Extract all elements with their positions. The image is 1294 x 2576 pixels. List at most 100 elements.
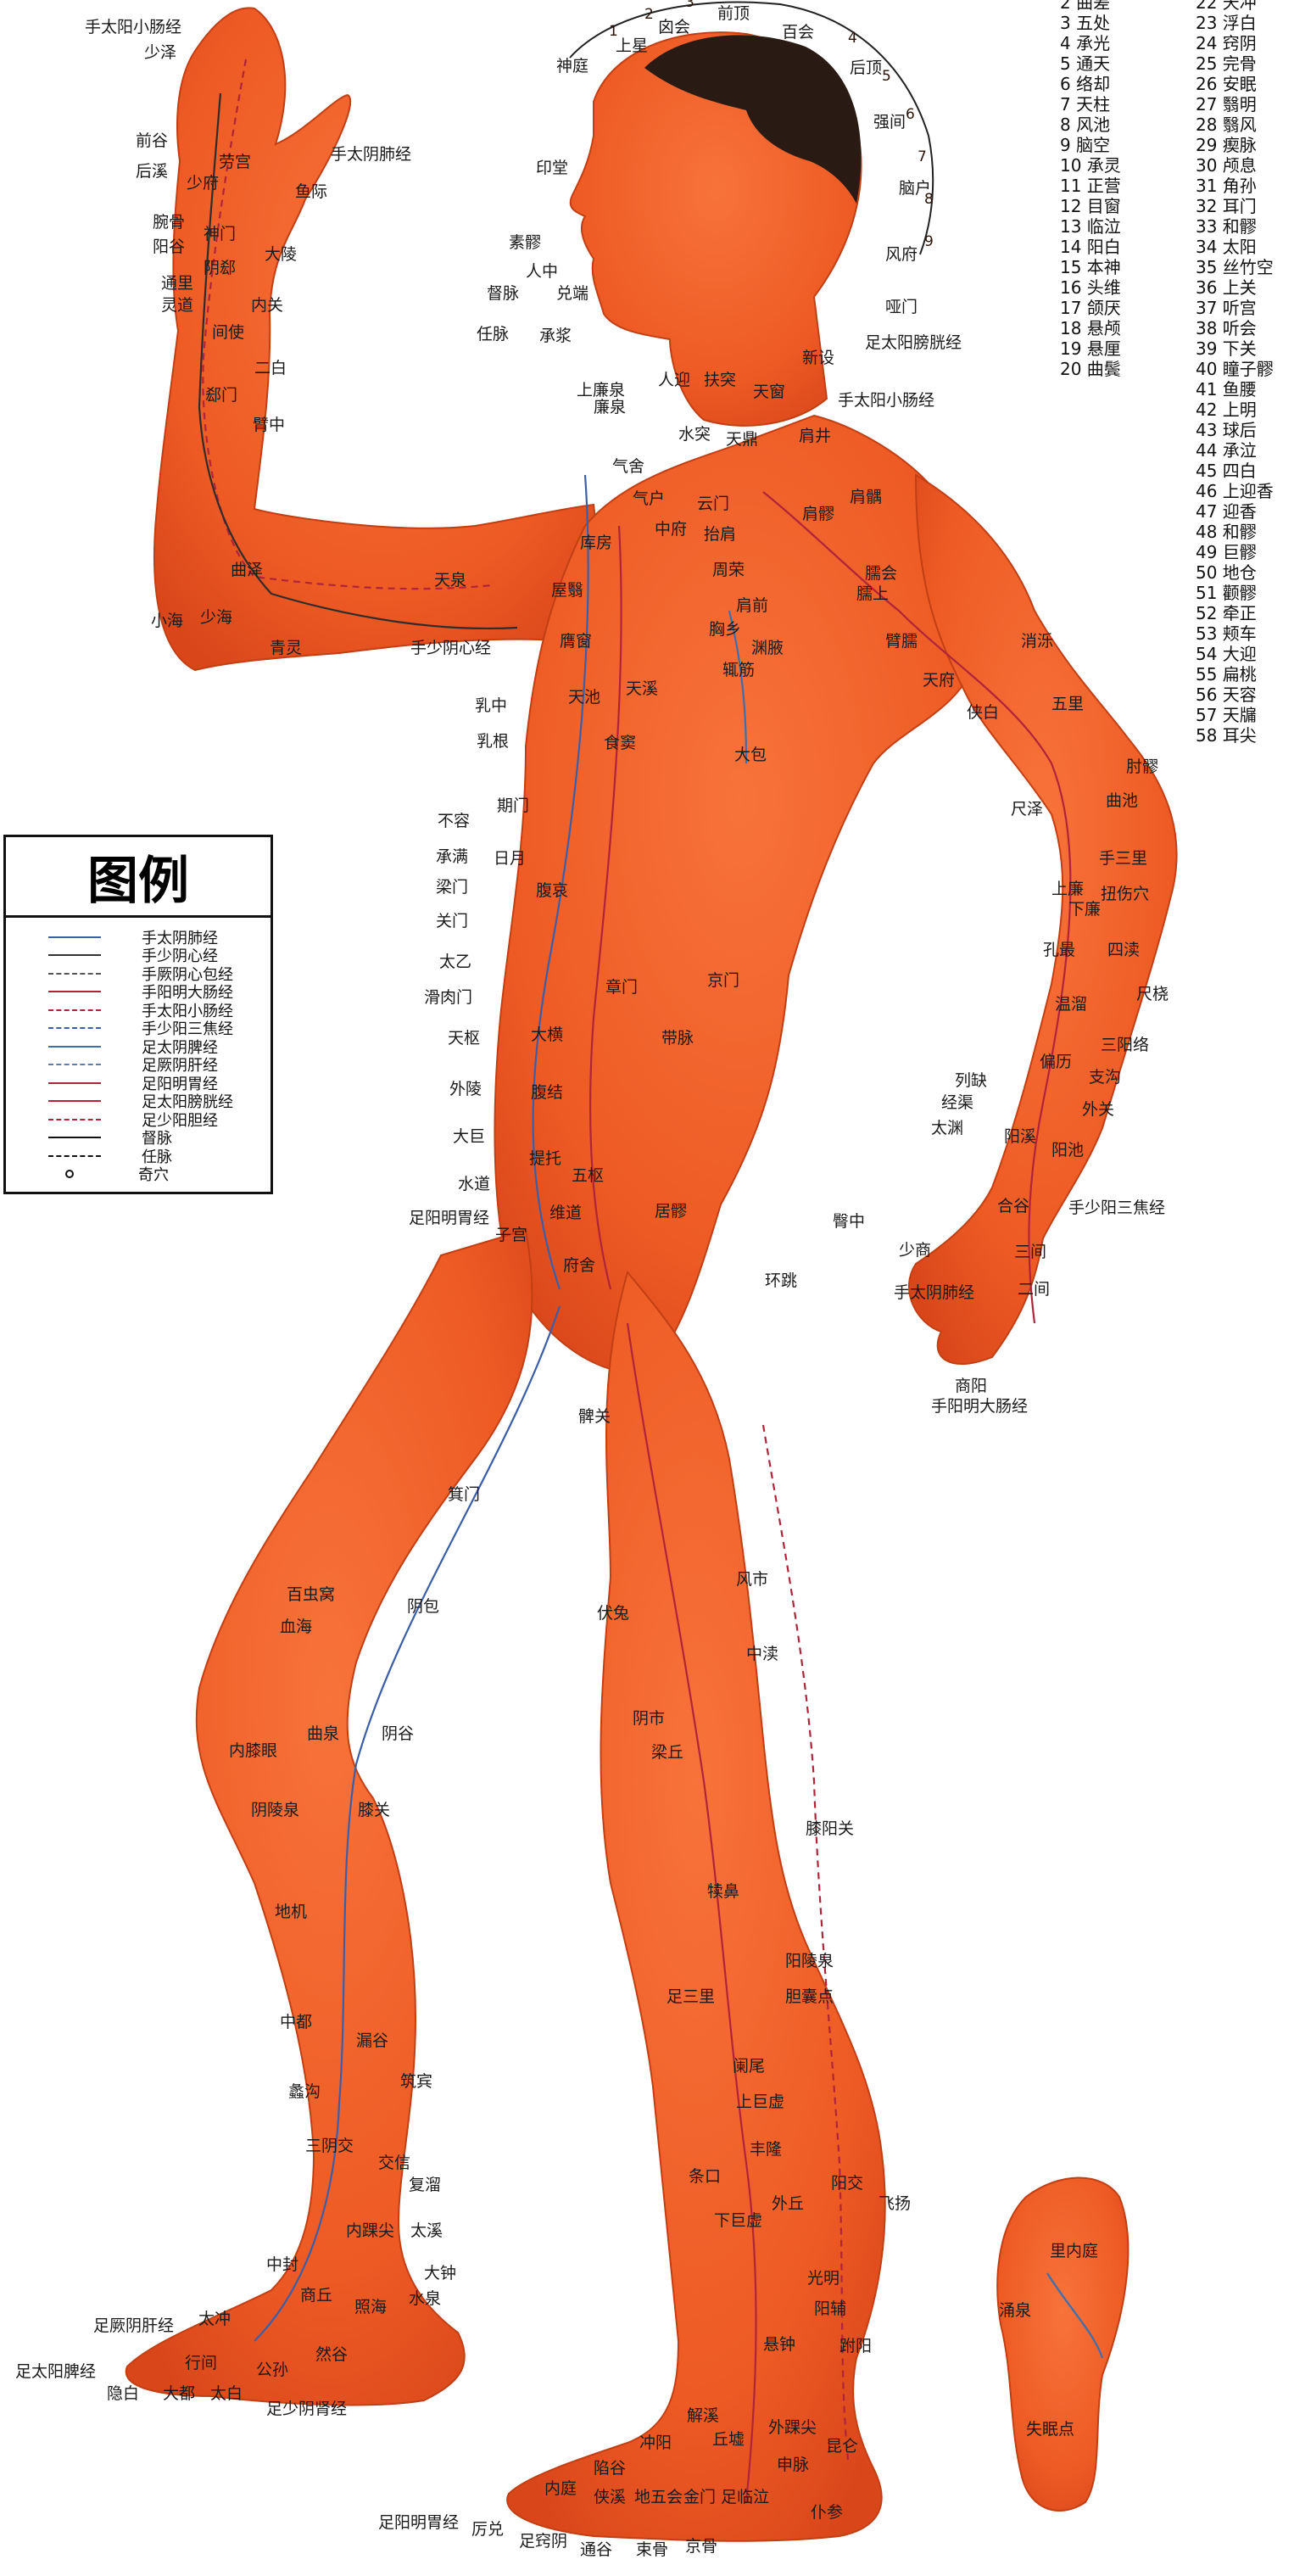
- point-label: 上廉: [1051, 880, 1084, 898]
- point-label: 劳宫: [219, 153, 251, 171]
- point-label: 二间: [1018, 1280, 1050, 1299]
- point-label: 悬钟: [763, 2335, 795, 2354]
- legend-label: 手厥阴心包经: [142, 965, 233, 984]
- point-label: 食窦: [604, 734, 636, 752]
- point-label: 列缺: [955, 1071, 987, 1090]
- legend-label: 足阳明胃经: [142, 1075, 218, 1093]
- point-label: 蠡沟: [288, 2082, 321, 2101]
- point-label: 足阳明胃经: [378, 2513, 459, 2532]
- point-label: 后溪: [136, 162, 168, 181]
- point-label: 手太阳小肠经: [85, 18, 181, 36]
- index-entry: 19 悬厘: [1060, 338, 1121, 359]
- point-label: 天府: [923, 671, 955, 690]
- point-label: 少海: [200, 608, 232, 627]
- point-label: 提托: [529, 1149, 561, 1168]
- point-label: 失眠点: [1026, 2420, 1074, 2439]
- point-label: 天窗: [753, 383, 785, 401]
- point-label: 风市: [736, 1570, 768, 1589]
- point-label: 扭伤穴: [1101, 885, 1149, 903]
- point-label: 飞扬: [878, 2194, 911, 2213]
- hair: [644, 35, 862, 204]
- point-label: 侠白: [967, 703, 999, 722]
- point-label: 然谷: [315, 2345, 348, 2364]
- point-label: 上巨虚: [736, 2093, 784, 2111]
- point-label: 足窍阴: [519, 2532, 567, 2551]
- point-label: 公孙: [256, 2361, 288, 2379]
- legend-item: 足阳明胃经: [6, 1074, 271, 1093]
- point-label: 孔最: [1043, 941, 1075, 959]
- legend-line-swatch: [48, 1064, 101, 1066]
- point-label: 云门: [697, 495, 729, 513]
- index-entry: 9 脑空: [1060, 135, 1110, 155]
- point-label: 内庭: [544, 2479, 577, 2498]
- point-label: 兑端: [556, 284, 588, 303]
- index-entry: 47 迎香: [1196, 501, 1257, 522]
- point-label: 臑上: [856, 584, 889, 603]
- index-entry: 8 风池: [1060, 115, 1110, 135]
- point-label: 太溪: [410, 2221, 443, 2240]
- point-label: 府舍: [563, 1256, 595, 1275]
- point-label: 不容: [438, 812, 470, 830]
- legend-item: 手阳明大肠经: [6, 983, 271, 1002]
- legend-item: 足厥阴肝经: [6, 1056, 271, 1075]
- point-label: 新设: [802, 349, 834, 367]
- point-label: 乳中: [475, 696, 507, 715]
- index-entry: 29 瘈脉: [1196, 135, 1257, 155]
- point-label: 神门: [204, 225, 236, 243]
- point-label: 脑户: [899, 179, 931, 198]
- point-label: 大钟: [424, 2264, 456, 2283]
- meridian-lines: [198, 59, 1104, 2503]
- index-entry: 23 浮白: [1196, 13, 1257, 33]
- point-label: 阳辅: [814, 2299, 846, 2318]
- index-entry: 2 曲差: [1060, 0, 1110, 13]
- point-label: 交信: [378, 2154, 410, 2172]
- point-label: 气舍: [612, 457, 644, 476]
- point-label: 手阳明大肠经: [931, 1397, 1028, 1416]
- index-entry: 32 耳门: [1196, 196, 1257, 216]
- point-label: 侠溪: [594, 2488, 626, 2506]
- point-label: 足阳明胃经: [409, 1209, 489, 1227]
- point-label: 臂臑: [885, 632, 918, 651]
- point-label: 通里: [161, 274, 193, 293]
- point-label: 太白: [210, 2384, 243, 2403]
- point-label: 水道: [458, 1175, 490, 1193]
- index-entry: 12 目窗: [1060, 196, 1121, 216]
- point-label: 曲池: [1106, 791, 1138, 810]
- point-label: 郄门: [205, 386, 237, 405]
- point-label: 前顶: [717, 4, 750, 23]
- point-label: 风府: [885, 245, 918, 264]
- index-entry: 26 安眠: [1196, 74, 1257, 94]
- point-label: 哑门: [885, 298, 918, 316]
- legend-item: 督脉: [6, 1129, 271, 1148]
- point-label: 照海: [354, 2298, 387, 2316]
- head-scale-arc: [569, 1, 934, 255]
- legend-label: 手少阴心经: [142, 947, 218, 966]
- legend-item: 手少阳三焦经: [6, 1020, 271, 1038]
- point-label: 大巨: [453, 1127, 485, 1146]
- point-label: 滑肉门: [424, 988, 472, 1007]
- legend-line-swatch: [48, 991, 101, 993]
- index-entry: 22 天冲: [1196, 0, 1257, 13]
- point-label: 期门: [497, 796, 529, 815]
- point-label: 解溪: [687, 2406, 719, 2425]
- point-label: 陷谷: [594, 2459, 626, 2478]
- point-label: 腕骨: [153, 213, 185, 232]
- point-label: 足太阳脾经: [15, 2362, 96, 2381]
- legend-item: 足太阴脾经: [6, 1037, 271, 1057]
- point-label: 扶突: [704, 371, 736, 389]
- point-label: 膝阳关: [806, 1819, 854, 1838]
- point-label: 丰隆: [750, 2140, 782, 2159]
- point-label: 肩髃: [850, 488, 882, 506]
- point-label: 大横: [531, 1025, 563, 1044]
- point-label: 光明: [807, 2269, 839, 2288]
- legend-item: 足少阳胆经: [6, 1110, 271, 1130]
- index-entry: 44 承泣: [1196, 440, 1257, 461]
- legend-line-swatch: [48, 936, 101, 938]
- extra-point-icon: [65, 1170, 74, 1179]
- point-label: 中封: [266, 2255, 298, 2274]
- legend-line-swatch: [48, 1009, 101, 1011]
- point-label: 支沟: [1089, 1068, 1121, 1087]
- legend-label: 足少阳胆经: [142, 1111, 218, 1130]
- point-label: 任脉: [477, 325, 509, 344]
- point-label: 内踝尖: [346, 2221, 394, 2240]
